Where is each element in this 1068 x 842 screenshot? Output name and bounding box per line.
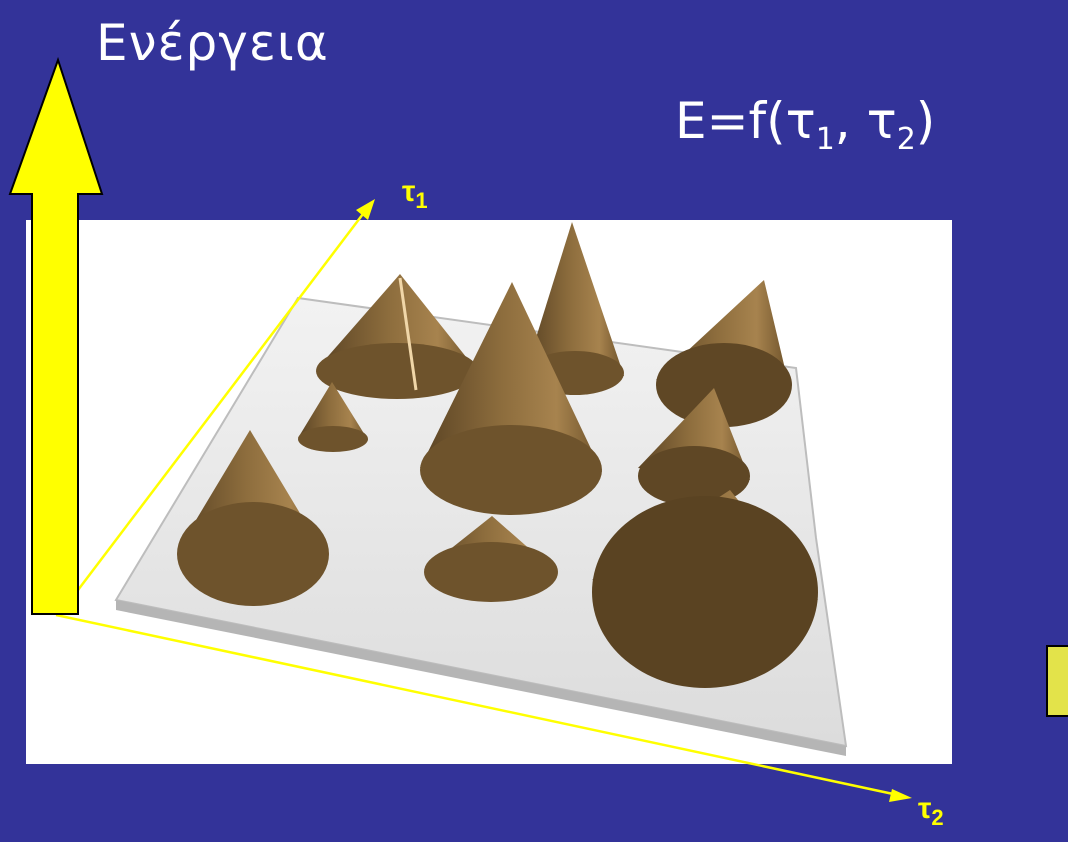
- cone-3: [656, 280, 792, 427]
- formula-suffix: ): [915, 92, 936, 150]
- cone-4: [298, 382, 368, 452]
- tau1-subscript: 1: [415, 188, 428, 213]
- formula-sub2: 2: [896, 122, 916, 157]
- formula-sub1: 1: [815, 122, 835, 157]
- tau2-axis-arrowhead: [889, 789, 912, 802]
- cone-6: [638, 388, 750, 506]
- energy-formula: E=f(τ1, τ2): [675, 92, 935, 157]
- energy-arrow: [8, 56, 104, 615]
- yellow-square-partial: [1046, 645, 1068, 717]
- cone-landscape-illustration: [114, 222, 848, 756]
- cone-landscape-image: [26, 220, 952, 764]
- formula-middle: , τ: [834, 92, 897, 150]
- tau2-symbol: τ: [918, 792, 932, 825]
- tau2-subscript: 2: [931, 805, 944, 830]
- tau1-axis-label: τ1: [402, 175, 428, 214]
- tau1-symbol: τ: [402, 175, 416, 208]
- cone-9: [592, 490, 818, 688]
- cone-1: [316, 274, 478, 399]
- tau1-axis-line: [77, 209, 367, 591]
- cone-7: [177, 430, 329, 606]
- cone-5: [420, 282, 602, 515]
- cone-8: [424, 516, 558, 602]
- energy-title: Ενέργεια: [96, 14, 329, 72]
- tau1-axis-arrowhead: [356, 199, 375, 220]
- tau2-axis-label: τ2: [918, 792, 944, 831]
- tau2-axis-line: [55, 613, 899, 797]
- formula-prefix: E=f(τ: [675, 92, 816, 150]
- plate-edge: [116, 600, 846, 756]
